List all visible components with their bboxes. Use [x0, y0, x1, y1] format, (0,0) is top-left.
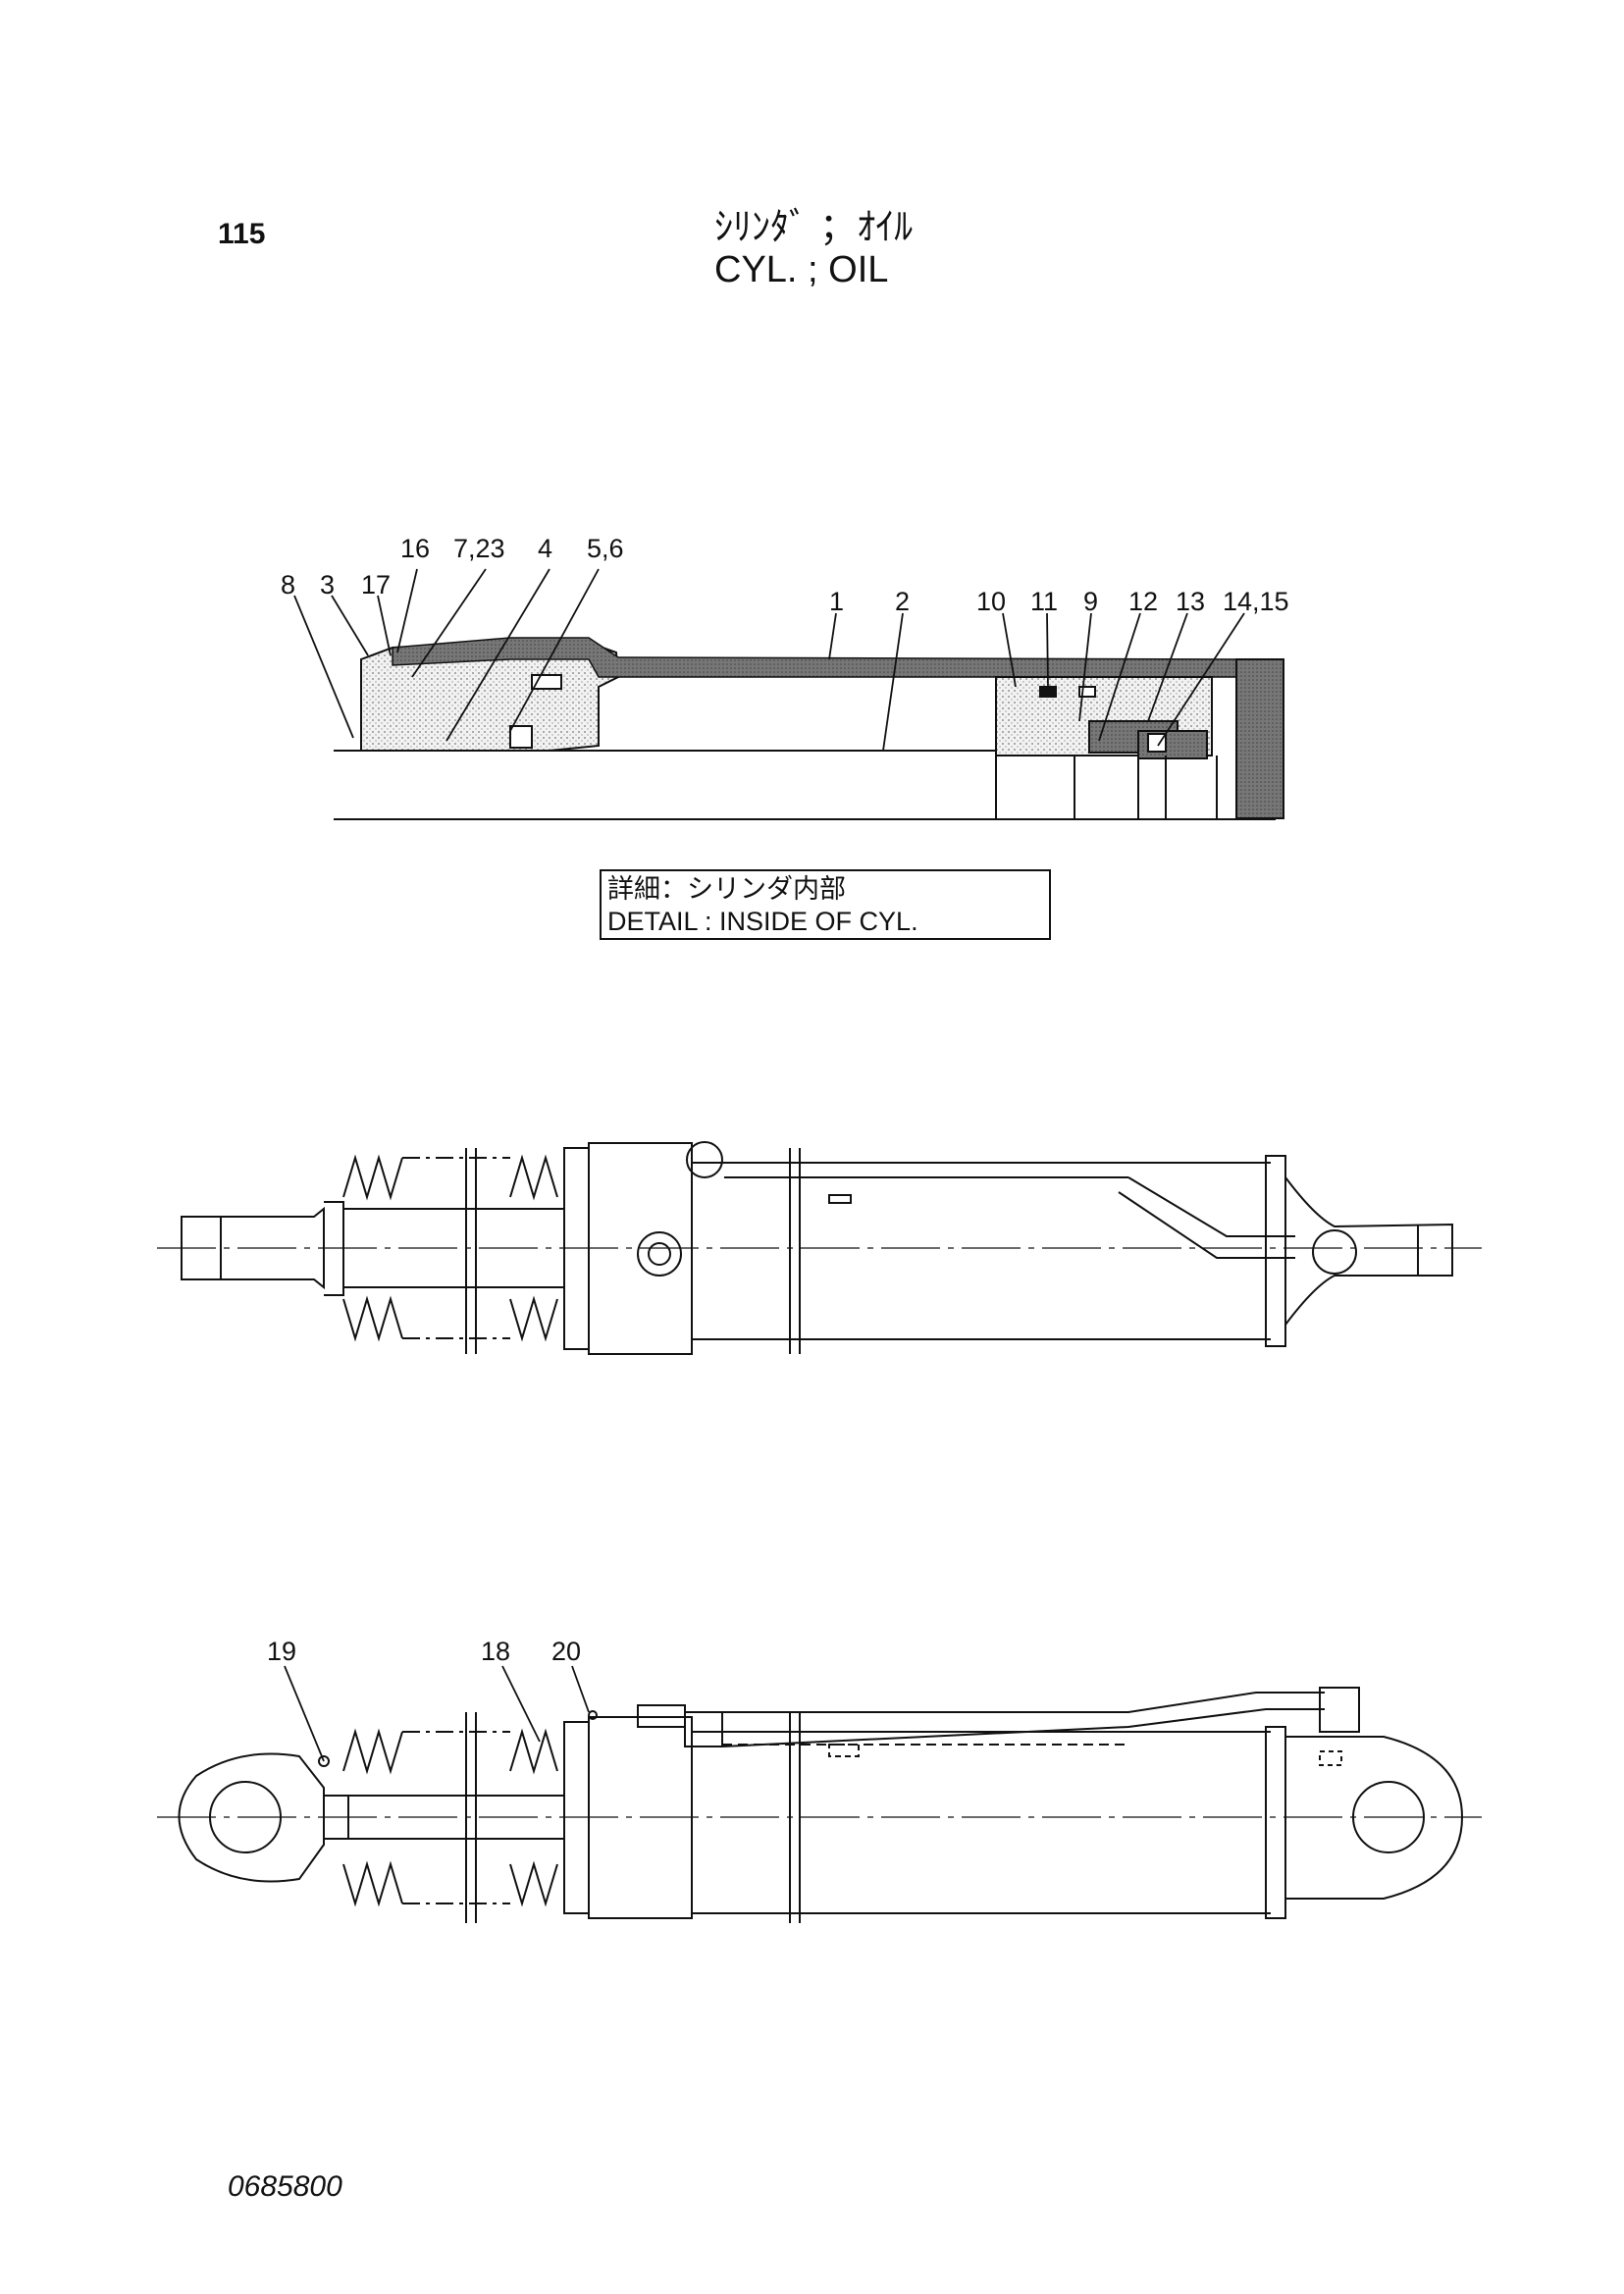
grease-fitting-20	[588, 1710, 598, 1720]
bottom-callouts: 19 18 20	[267, 1637, 581, 1666]
callout-12: 12	[1128, 587, 1158, 616]
detail-callouts: 8 3 17 16 7,23 4 5,6 1 2 10 11 9 12 13 1…	[281, 534, 1289, 616]
drawing-number: 0685800	[228, 2170, 342, 2203]
callout-9: 9	[1083, 587, 1098, 616]
bottom-leader-lines	[284, 1665, 590, 1762]
cylinder-side-view	[157, 1141, 1482, 1355]
callout-5-6: 5,6	[587, 534, 624, 563]
callout-16: 16	[400, 534, 430, 563]
callout-1: 1	[829, 587, 844, 616]
callout-13: 13	[1176, 587, 1205, 616]
cylinder-top-view	[157, 1687, 1482, 1923]
detail-caption-en: DETAIL : INSIDE OF CYL.	[607, 907, 918, 936]
callout-19: 19	[267, 1637, 296, 1666]
detail-caption-jp: 詳細：シリンダ内部	[607, 874, 846, 904]
callout-14-15: 14,15	[1223, 587, 1289, 616]
callout-2: 2	[895, 587, 910, 616]
callout-3: 3	[320, 570, 335, 600]
callout-10: 10	[976, 587, 1006, 616]
detail-section-view	[334, 637, 1284, 820]
callout-7-23: 7,23	[453, 534, 505, 563]
callout-11: 11	[1030, 587, 1058, 616]
callout-20: 20	[551, 1637, 581, 1666]
detail-caption-box: 詳細：シリンダ内部 DETAIL : INSIDE OF CYL.	[600, 869, 1051, 940]
detail-leader-lines	[293, 568, 1245, 752]
callout-8: 8	[281, 570, 295, 600]
callout-17: 17	[361, 570, 391, 600]
title-japanese: ｼﾘﾝﾀﾞ ；ｵｲﾙ	[714, 205, 914, 248]
callout-4: 4	[538, 534, 552, 563]
callout-18: 18	[481, 1637, 510, 1666]
grease-fitting-19	[318, 1755, 330, 1767]
page-number: 115	[218, 218, 266, 250]
title-english: CYL. ; OIL	[714, 249, 889, 290]
